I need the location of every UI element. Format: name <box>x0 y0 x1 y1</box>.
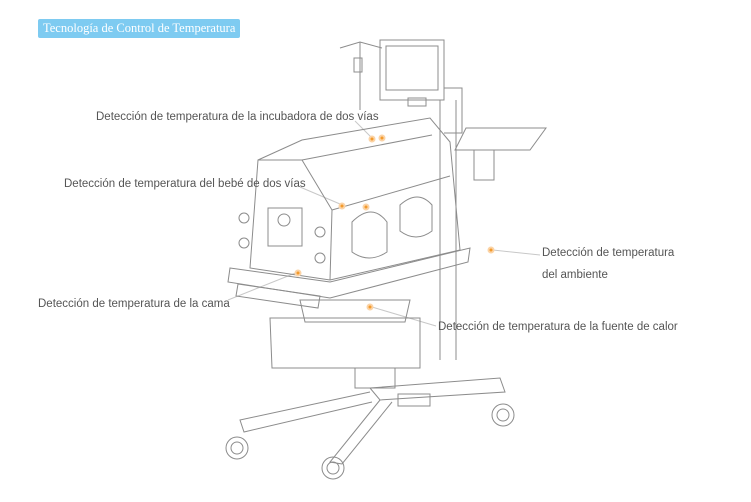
leader-lines <box>227 120 541 327</box>
temperature-sensors <box>294 134 495 311</box>
monitor-and-pole <box>339 39 547 360</box>
label-bed-temperature: Detección de temperatura de la cama <box>38 298 230 310</box>
sensor-dot <box>362 203 370 211</box>
sensor-dot <box>487 246 495 254</box>
incubator-hood <box>238 117 461 281</box>
label-ambient-temperature-line1: Detección de temperatura <box>542 247 675 259</box>
sensor-dot <box>366 303 374 311</box>
bed-tray <box>227 247 471 389</box>
section-title-badge: Tecnología de Control de Temperatura <box>38 19 241 38</box>
sensor-dot <box>378 134 386 142</box>
label-incubator-temperature: Detección de temperatura de la incubador… <box>96 111 379 123</box>
label-ambient-temperature-line2: del ambiente <box>542 269 608 281</box>
cart-base <box>225 377 515 480</box>
sensor-dot <box>338 202 346 210</box>
sensor-dot <box>294 269 302 277</box>
label-baby-temperature: Detección de temperatura del bebé de dos… <box>64 178 306 190</box>
label-heater-temperature: Detección de temperatura de la fuente de… <box>438 321 678 333</box>
sensor-dot <box>368 135 376 143</box>
